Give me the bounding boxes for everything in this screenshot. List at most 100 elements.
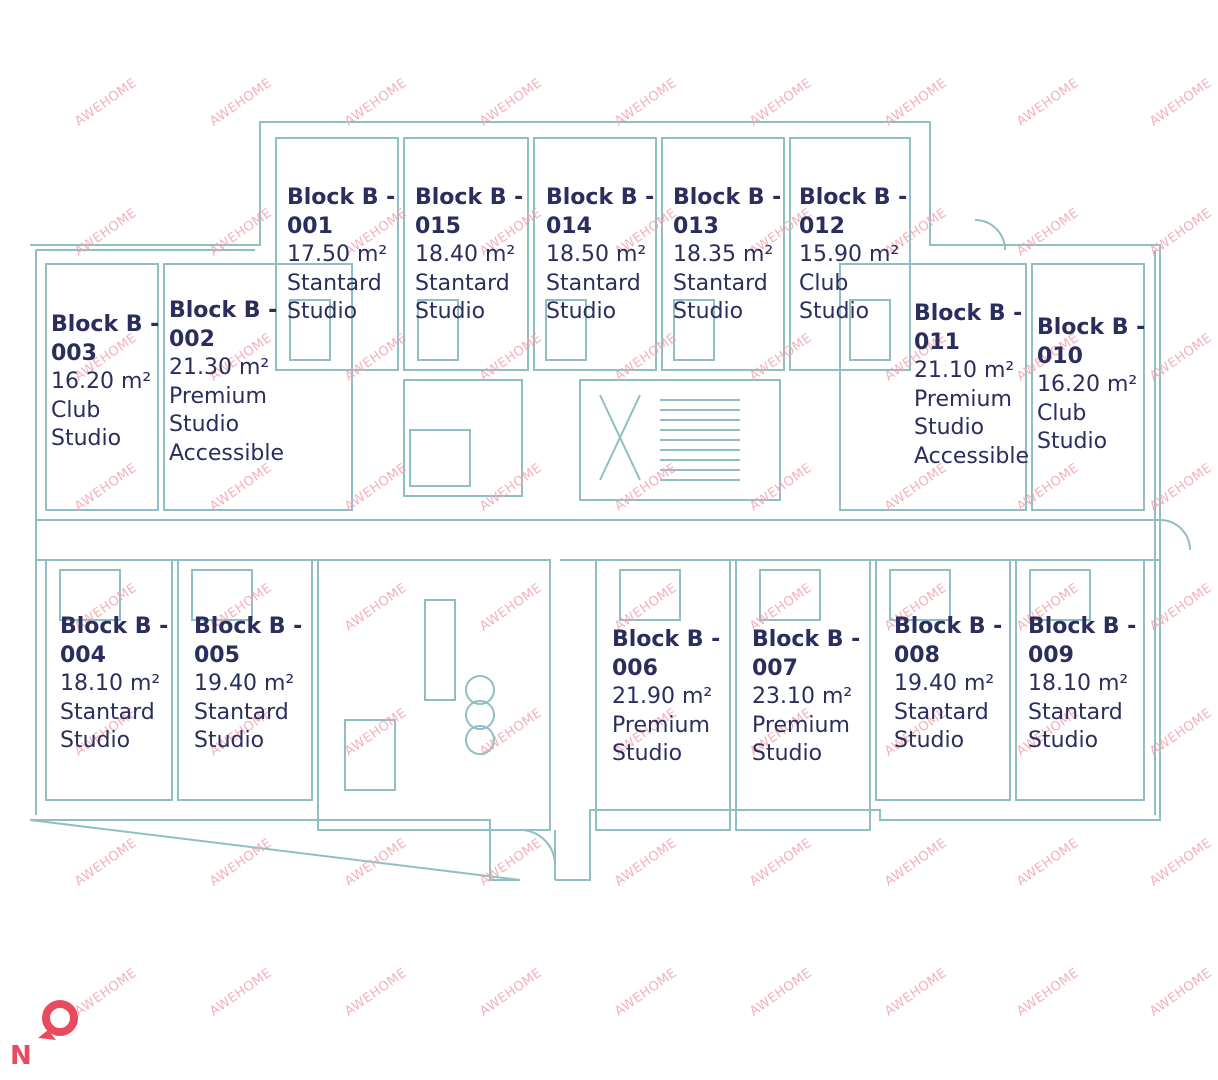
unit-area: 18.35 m² xyxy=(673,242,774,267)
unit-name: Block B - xyxy=(894,614,1003,639)
room-002 xyxy=(163,263,353,511)
unit-number: 005 xyxy=(194,642,240,668)
north-letter: N xyxy=(10,1041,32,1071)
unit-number: 004 xyxy=(60,642,106,668)
unit-type: Stantard xyxy=(1028,699,1123,725)
unit-type: Studio xyxy=(51,426,122,451)
unit-number: 013 xyxy=(673,213,719,239)
unit-name: Block B - xyxy=(1028,614,1137,639)
room-007 xyxy=(735,559,871,831)
unit-type: Accessible xyxy=(169,440,285,466)
unit-type: Premium xyxy=(612,712,710,738)
unit-type: Club xyxy=(799,270,849,296)
unit-area: 21.90 m² xyxy=(612,684,713,709)
unit-type: Studio xyxy=(894,728,965,753)
unit-area: 19.40 m² xyxy=(194,671,295,696)
unit-type: Club xyxy=(51,397,101,423)
room-014 xyxy=(533,137,657,371)
unit-type: Studio xyxy=(415,299,486,324)
unit-area: 23.10 m² xyxy=(752,684,853,709)
room-004 xyxy=(45,559,173,801)
unit-number: 011 xyxy=(914,329,960,355)
unit-name: Block B - xyxy=(546,185,655,210)
unit-number: 008 xyxy=(894,642,940,668)
room-008 xyxy=(875,559,1011,801)
unit-area: 16.20 m² xyxy=(1037,372,1138,397)
lift-core xyxy=(403,379,523,497)
building-outline xyxy=(29,121,1161,881)
unit-number: 010 xyxy=(1037,343,1083,369)
unit-type: Studio xyxy=(194,728,265,753)
unit-number: 001 xyxy=(287,213,333,239)
unit-name: Block B - xyxy=(1037,315,1146,340)
unit-name: Block B - xyxy=(673,185,782,210)
room-010 xyxy=(1031,263,1145,511)
unit-type: Stantard xyxy=(546,270,641,296)
unit-name: Block B - xyxy=(51,312,160,337)
unit-type: Studio xyxy=(799,299,870,324)
unit-type: Stantard xyxy=(415,270,510,296)
unit-number: 003 xyxy=(51,340,97,366)
unit-type: Stantard xyxy=(673,270,768,296)
unit-type: Premium xyxy=(752,712,850,738)
unit-area: 18.10 m² xyxy=(60,671,161,696)
unit-type: Studio xyxy=(612,741,683,766)
unit-number: 006 xyxy=(612,655,658,681)
unit-area: 16.20 m² xyxy=(51,369,152,394)
room-006 xyxy=(595,559,731,831)
unit-area: 21.10 m² xyxy=(914,358,1015,383)
unit-area: 18.40 m² xyxy=(415,242,516,267)
unit-number: 012 xyxy=(799,213,845,239)
unit-type: Studio xyxy=(60,728,131,753)
unit-type: Studio xyxy=(752,741,823,766)
unit-number: 009 xyxy=(1028,642,1074,668)
unit-number: 015 xyxy=(415,213,461,239)
unit-number: 014 xyxy=(546,213,592,239)
room-001 xyxy=(275,137,399,371)
stair-core xyxy=(579,379,781,501)
unit-number: 007 xyxy=(752,655,798,681)
room-015 xyxy=(403,137,529,371)
room-009 xyxy=(1015,559,1145,801)
unit-area: 18.10 m² xyxy=(1028,671,1129,696)
north-pin-icon xyxy=(38,1000,78,1040)
room-013 xyxy=(661,137,785,371)
unit-area: 19.40 m² xyxy=(894,671,995,696)
unit-name: Block B - xyxy=(752,627,861,652)
room-005 xyxy=(177,559,313,801)
unit-type: Stantard xyxy=(894,699,989,725)
unit-type: Stantard xyxy=(194,699,289,725)
unit-area: 21.30 m² xyxy=(169,355,270,380)
unit-area: 17.50 m² xyxy=(287,242,388,267)
unit-type: Studio xyxy=(546,299,617,324)
unit-name: Block B - xyxy=(60,614,169,639)
unit-area: 15.90 m² xyxy=(799,242,900,267)
unit-type: Studio xyxy=(1037,429,1108,454)
common-kitchen xyxy=(317,559,551,831)
room-011 xyxy=(839,263,1027,511)
unit-type: Accessible xyxy=(914,443,1030,469)
room-003 xyxy=(45,263,159,511)
unit-area: 18.50 m² xyxy=(546,242,647,267)
unit-type: Stantard xyxy=(287,270,382,296)
room-012 xyxy=(789,137,911,371)
unit-name: Block B - xyxy=(799,185,908,210)
unit-type: Studio xyxy=(914,415,985,440)
unit-name: Block B - xyxy=(194,614,303,639)
unit-name: Block B - xyxy=(415,185,524,210)
unit-type: Studio xyxy=(673,299,744,324)
unit-type: Premium xyxy=(914,386,1012,412)
corridor xyxy=(36,519,1160,561)
unit-type: Premium xyxy=(169,383,267,409)
